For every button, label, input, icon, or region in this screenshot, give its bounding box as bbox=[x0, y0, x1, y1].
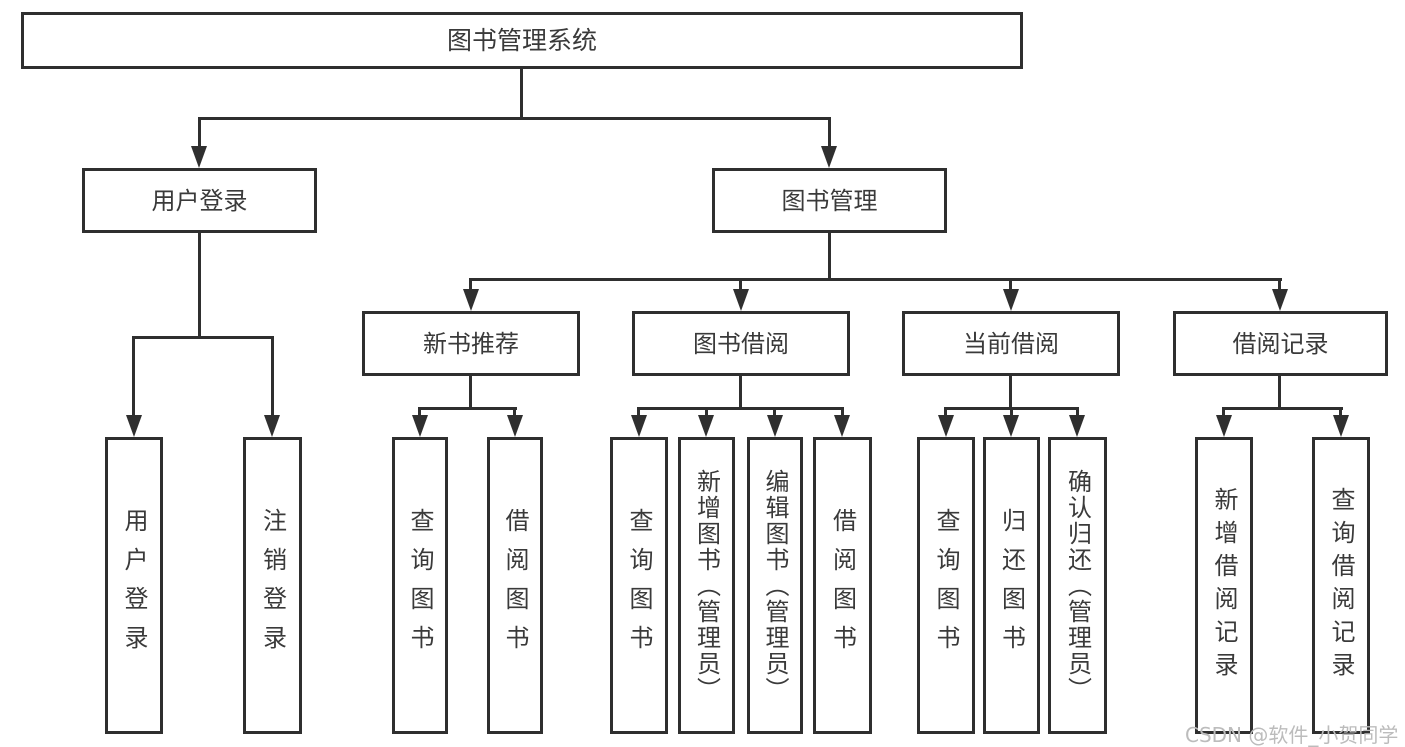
connector-to-confirm-return bbox=[1076, 407, 1079, 419]
leaf-query-borrow-record: 查询借阅记录 bbox=[1312, 437, 1370, 734]
leaf-return-books-label: 归还图书 bbox=[997, 507, 1026, 664]
leaf-query-books-recommend-label: 查询图书 bbox=[406, 507, 434, 664]
node-borrowing-records-label: 借阅记录 bbox=[1232, 329, 1329, 358]
arrow-down-icon bbox=[938, 415, 954, 437]
leaf-query-borrow-record-label: 查询借阅记录 bbox=[1327, 486, 1355, 685]
leaf-add-books-admin: 新增图书（管理员） bbox=[678, 437, 735, 734]
arrow-down-icon bbox=[698, 415, 714, 437]
connector-to-edit-books bbox=[773, 407, 776, 419]
arrow-down-icon bbox=[1003, 415, 1019, 437]
node-book-borrowing-label: 图书借阅 bbox=[693, 329, 789, 358]
connector-root-stem bbox=[520, 69, 523, 117]
connector-book-mgmt-crossbar bbox=[469, 278, 1282, 281]
node-root-library-system: 图书管理系统 bbox=[21, 12, 1023, 69]
leaf-add-borrow-record: 新增借阅记录 bbox=[1195, 437, 1253, 734]
connector-to-query-record bbox=[1339, 407, 1342, 419]
node-book-borrowing: 图书借阅 bbox=[632, 311, 850, 376]
connector-user-login-stem bbox=[198, 233, 201, 336]
connector-to-book-management bbox=[828, 117, 831, 149]
connector-recommend-crossbar bbox=[418, 407, 517, 410]
leaf-borrow-books-label: 借阅图书 bbox=[828, 507, 857, 664]
leaf-query-books-current: 查询图书 bbox=[917, 437, 975, 734]
arrow-down-icon bbox=[264, 415, 280, 437]
leaf-borrow-books-recommend: 借阅图书 bbox=[487, 437, 543, 734]
connector-root-crossbar bbox=[198, 117, 831, 120]
leaf-borrow-books: 借阅图书 bbox=[813, 437, 872, 734]
connector-to-borrowing-records bbox=[1278, 278, 1281, 292]
connector-user-login-crossbar bbox=[132, 336, 274, 339]
connector-records-stem bbox=[1278, 376, 1281, 407]
connector-borrowing-stem bbox=[739, 376, 742, 407]
leaf-add-borrow-record-label: 新增借阅记录 bbox=[1210, 486, 1238, 685]
leaf-query-books-recommend: 查询图书 bbox=[392, 437, 448, 734]
leaf-borrow-books-recommend-label: 借阅图书 bbox=[501, 507, 529, 664]
arrow-down-icon bbox=[191, 146, 207, 168]
connector-current-stem bbox=[1009, 376, 1012, 407]
connector-to-query-books-2 bbox=[637, 407, 640, 419]
connector-records-crossbar bbox=[1222, 407, 1343, 410]
leaf-query-books-borrowing: 查询图书 bbox=[610, 437, 668, 734]
node-user-login-label: 用户登录 bbox=[151, 186, 248, 215]
arrow-down-icon bbox=[507, 415, 523, 437]
leaf-confirm-return-admin-label: 确认归还（管理员） bbox=[1063, 468, 1092, 703]
leaf-user-login-label: 用户登录 bbox=[120, 507, 148, 664]
connector-to-return-books bbox=[1010, 407, 1013, 419]
connector-borrowing-crossbar bbox=[637, 407, 844, 410]
arrow-down-icon bbox=[1216, 415, 1232, 437]
arrow-down-icon bbox=[1333, 415, 1349, 437]
connector-to-user-login bbox=[198, 117, 201, 149]
leaf-query-books-borrowing-label: 查询图书 bbox=[625, 507, 653, 664]
connector-to-borrow-books-2 bbox=[841, 407, 844, 419]
arrow-down-icon bbox=[1003, 289, 1019, 311]
arrow-down-icon bbox=[463, 289, 479, 311]
arrow-down-icon bbox=[767, 415, 783, 437]
node-user-login: 用户登录 bbox=[82, 168, 317, 233]
connector-recommend-stem bbox=[469, 376, 472, 407]
connector-to-add-record bbox=[1222, 407, 1225, 419]
leaf-edit-books-admin-label: 编辑图书（管理员） bbox=[761, 468, 789, 703]
connector-to-current-borrowing bbox=[1009, 278, 1012, 292]
arrow-down-icon bbox=[733, 289, 749, 311]
watermark-text: CSDN @软件_小贺同学 bbox=[1185, 723, 1399, 747]
leaf-add-books-admin-label: 新增图书（管理员） bbox=[692, 468, 721, 703]
leaf-return-books: 归还图书 bbox=[983, 437, 1040, 734]
leaf-edit-books-admin: 编辑图书（管理员） bbox=[747, 437, 803, 734]
arrow-down-icon bbox=[834, 415, 850, 437]
leaf-query-books-current-label: 查询图书 bbox=[932, 507, 960, 664]
leaf-confirm-return-admin: 确认归还（管理员） bbox=[1048, 437, 1107, 734]
connector-to-query-books-1 bbox=[418, 407, 421, 419]
arrow-down-icon bbox=[1272, 289, 1288, 311]
node-new-book-recommend-label: 新书推荐 bbox=[423, 329, 519, 358]
connector-to-leaf-user-login bbox=[132, 336, 135, 418]
connector-to-borrow-books-1 bbox=[513, 407, 516, 419]
connector-to-leaf-logout bbox=[271, 336, 274, 418]
arrow-down-icon bbox=[1069, 415, 1085, 437]
arrow-down-icon bbox=[631, 415, 647, 437]
arrow-down-icon bbox=[412, 415, 428, 437]
node-new-book-recommend: 新书推荐 bbox=[362, 311, 580, 376]
connector-to-new-book-recommend bbox=[469, 278, 472, 292]
connector-to-book-borrowing bbox=[739, 278, 742, 292]
connector-to-add-books bbox=[705, 407, 708, 419]
node-book-management: 图书管理 bbox=[712, 168, 947, 233]
node-book-management-label: 图书管理 bbox=[781, 186, 878, 215]
node-root-label: 图书管理系统 bbox=[446, 26, 597, 55]
arrow-down-icon bbox=[821, 146, 837, 168]
leaf-logout: 注销登录 bbox=[243, 437, 302, 734]
node-current-borrowing-label: 当前借阅 bbox=[963, 329, 1059, 358]
leaf-user-login: 用户登录 bbox=[105, 437, 163, 734]
node-current-borrowing: 当前借阅 bbox=[902, 311, 1120, 376]
node-borrowing-records: 借阅记录 bbox=[1173, 311, 1388, 376]
leaf-logout-label: 注销登录 bbox=[258, 507, 287, 664]
arrow-down-icon bbox=[126, 415, 142, 437]
connector-to-query-books-3 bbox=[944, 407, 947, 419]
connector-book-mgmt-stem bbox=[828, 233, 831, 278]
